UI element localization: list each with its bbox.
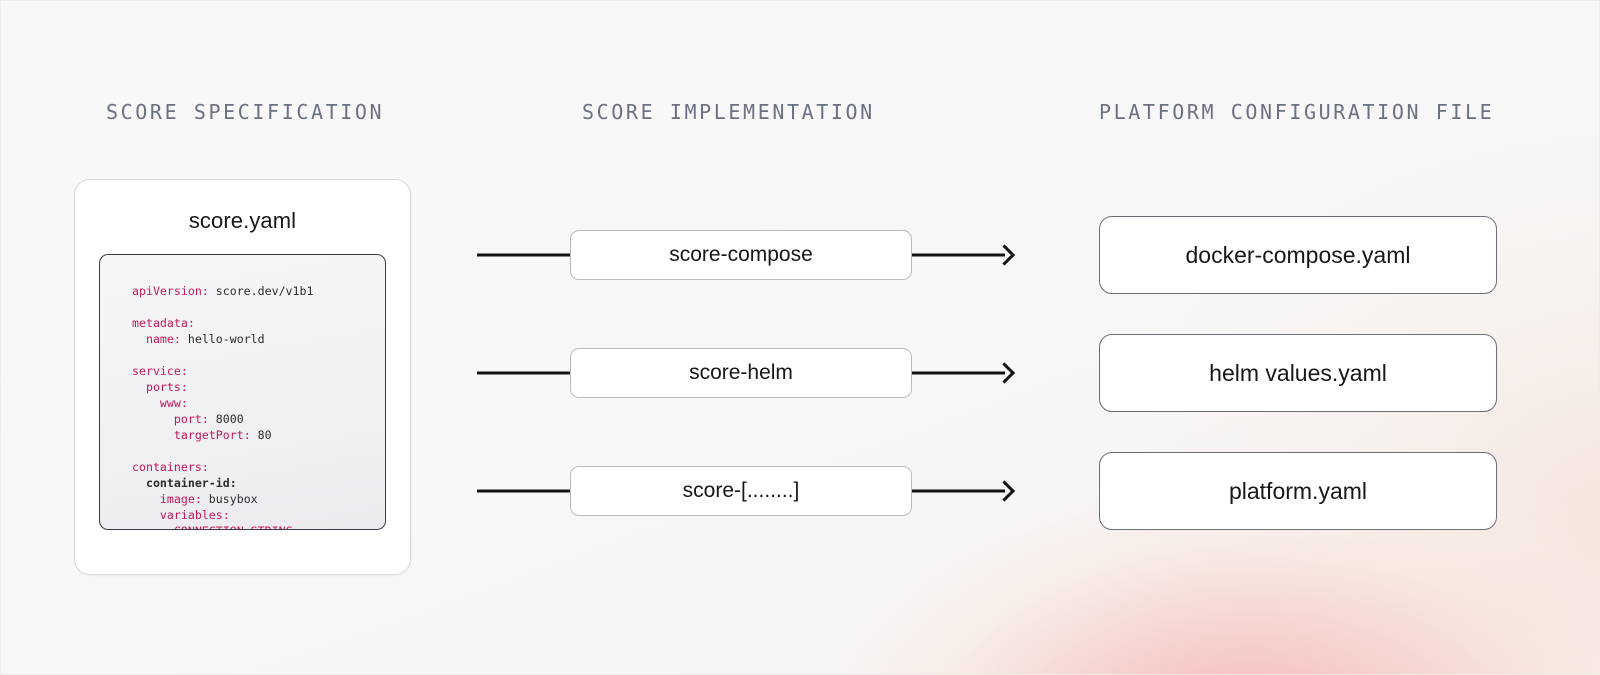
yaml-key: www: [159, 396, 188, 410]
arrow-line-right-3 [911, 489, 1005, 493]
yaml-line: image: busybox [132, 491, 385, 507]
yaml-indent [132, 396, 160, 410]
yaml-indent [132, 428, 174, 442]
yaml-blank-line [132, 347, 385, 363]
yaml-line: service: [132, 363, 385, 379]
arrow-head-icon-1 [993, 244, 1016, 266]
yaml-value: score.dev/v1b1 [208, 284, 314, 298]
yaml-line: metadata: [132, 315, 385, 331]
implementation-pill-score-generic[interactable]: score-[........] [570, 466, 912, 516]
yaml-key: apiVersion: [132, 284, 209, 298]
yaml-key: port: [173, 412, 209, 426]
yaml-value: hello-world [180, 332, 265, 346]
score-yaml-title: score.yaml [188, 208, 297, 233]
yaml-line: name: hello-world [132, 331, 385, 347]
yaml-line: targetPort: 80 [132, 427, 385, 443]
yaml-value: 80 [250, 428, 272, 442]
implementation-row: score-helm [477, 348, 1019, 398]
yaml-key: image: [159, 492, 202, 506]
yaml-blank-line [132, 443, 385, 459]
yaml-blank-line [132, 299, 385, 315]
yaml-indent [132, 476, 146, 490]
arrow-head-icon-3 [993, 480, 1016, 502]
yaml-line: apiVersion: score.dev/v1b1 [132, 283, 385, 299]
arrow-head-icon-2 [993, 362, 1016, 384]
yaml-key: containers: [132, 460, 209, 474]
yaml-key: CONNECTION_STRING: [174, 524, 300, 529]
arrow-line-right-2 [911, 371, 1005, 375]
score-yaml-card: score.yaml apiVersion: score.dev/v1b1 met… [74, 179, 411, 575]
column-header-platform-configuration-file: PLATFORM CONFIGURATION FILE [1099, 100, 1495, 124]
yaml-indent [132, 508, 160, 522]
yaml-line: variables: [132, 507, 385, 523]
yaml-line: CONNECTION_STRING: [132, 523, 385, 529]
yaml-key: service: [132, 364, 188, 378]
yaml-key: targetPort: [173, 428, 251, 442]
yaml-indent [132, 492, 160, 506]
yaml-indent [132, 332, 146, 346]
yaml-code-block: apiVersion: score.dev/v1b1 metadata: name… [99, 254, 386, 530]
implementation-pill-score-helm[interactable]: score-helm [570, 348, 912, 398]
platform-file-box-docker-compose[interactable]: docker-compose.yaml [1099, 216, 1497, 294]
implementation-row: score-compose [477, 230, 1019, 280]
yaml-line: www: [132, 395, 385, 411]
arrow-line-left-1 [477, 253, 577, 257]
column-header-score-implementation: SCORE IMPLEMENTATION [582, 100, 875, 124]
yaml-indent [132, 380, 146, 394]
column-header-score-specification: SCORE SPECIFICATION [106, 100, 385, 124]
yaml-key: metadata: [132, 316, 195, 330]
arrow-line-right-1 [911, 253, 1005, 257]
yaml-value: busybox [201, 492, 258, 506]
yaml-line: containers: [132, 459, 385, 475]
yaml-key: variables: [159, 508, 230, 522]
yaml-code-content: apiVersion: score.dev/v1b1 metadata: name… [100, 255, 385, 529]
implementation-row: score-[........] [477, 466, 1019, 516]
yaml-indent [132, 412, 174, 426]
yaml-indent [132, 524, 174, 529]
yaml-line: ports: [132, 379, 385, 395]
platform-file-box-platform-yaml[interactable]: platform.yaml [1099, 452, 1497, 530]
platform-file-box-helm-values[interactable]: helm values.yaml [1099, 334, 1497, 412]
arrow-line-left-2 [477, 371, 577, 375]
yaml-key: name: [145, 332, 181, 346]
yaml-line: port: 8000 [132, 411, 385, 427]
yaml-key: container-id: [145, 476, 237, 490]
yaml-key: ports: [145, 380, 188, 394]
yaml-value: 8000 [208, 412, 244, 426]
implementation-pill-score-compose[interactable]: score-compose [570, 230, 912, 280]
yaml-line: container-id: [132, 475, 385, 491]
arrow-line-left-3 [477, 489, 577, 493]
